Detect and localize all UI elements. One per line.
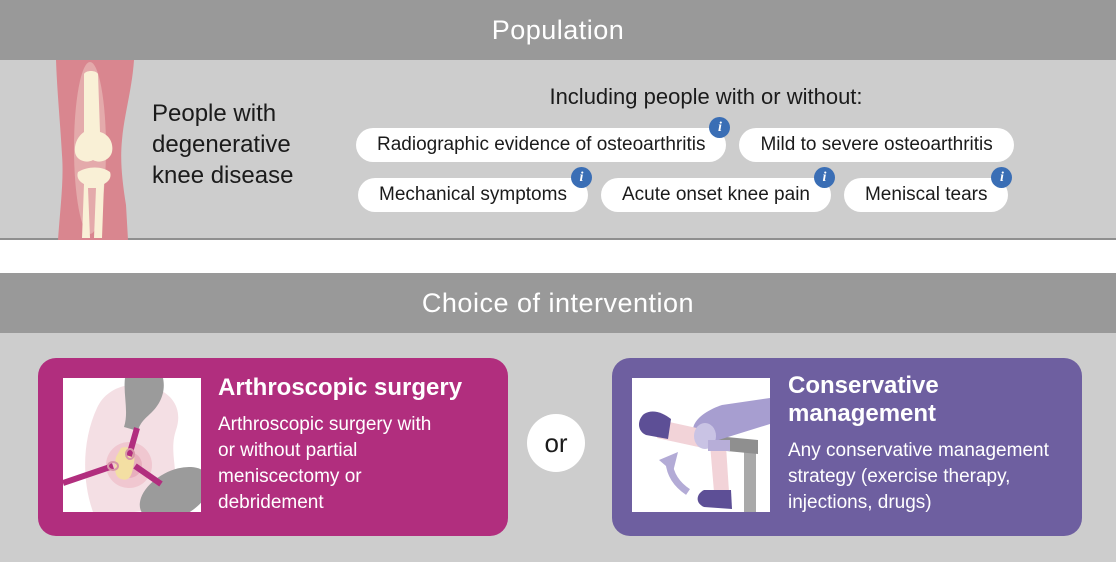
or-separator: or [527,414,585,472]
pill-label: Meniscal tears [864,184,988,205]
or-label: or [544,427,568,458]
population-section: People with degenerative knee disease In… [0,60,1116,240]
pill-label: Radiographic evidence of osteoarthritis [377,134,706,155]
pill-radiographic-evidence[interactable]: Radiographic evidence of osteoarthritis … [356,117,731,162]
population-header-bar: Population [0,0,1116,60]
intervention-section: Arthroscopic surgery Arthroscopic surger… [0,333,1116,562]
option-card-arthroscopic-surgery[interactable]: Arthroscopic surgery Arthroscopic surger… [38,358,508,536]
info-icon[interactable]: i [570,167,592,188]
pill-acute-onset-knee-pain[interactable]: Acute onset knee pain i [600,167,835,212]
option-card-conservative-management[interactable]: Conservative management Any conservative… [612,358,1082,536]
option-description: Any conservative management strategy (ex… [788,440,1049,513]
leg-extension-illustration [632,378,770,512]
intervention-title: Choice of intervention [421,287,695,318]
arthroscopy-illustration [63,378,201,512]
pill-meniscal-tears[interactable]: Meniscal tears i [843,167,1013,212]
population-subject: People with degenerative knee disease [152,100,294,189]
pill-row-2: Mechanical symptoms i Acute onset knee p… [358,167,1013,212]
pill-mechanical-symptoms[interactable]: Mechanical symptoms i [358,167,592,212]
option-title: Arthroscopic surgery [218,374,463,401]
including-label: Including people with or without: [549,84,863,109]
info-icon[interactable]: i [709,117,731,138]
pill-label: Acute onset knee pain [621,184,810,205]
info-icon[interactable]: i [991,167,1013,188]
info-icon[interactable]: i [813,167,835,188]
pill-label: Mild to severe osteoarthritis [760,134,993,155]
knee-illustration [56,60,134,240]
pill-mild-to-severe[interactable]: Mild to severe osteoarthritis [739,128,1014,162]
intervention-header-bar: Choice of intervention [0,273,1116,333]
population-title: Population [491,14,625,45]
option-description: Arthroscopic surgery with or without par… [218,414,432,513]
pill-row-1: Radiographic evidence of osteoarthritis … [356,117,1014,162]
option-title: Conservative management [788,372,939,427]
pill-label: Mechanical symptoms [379,184,567,205]
